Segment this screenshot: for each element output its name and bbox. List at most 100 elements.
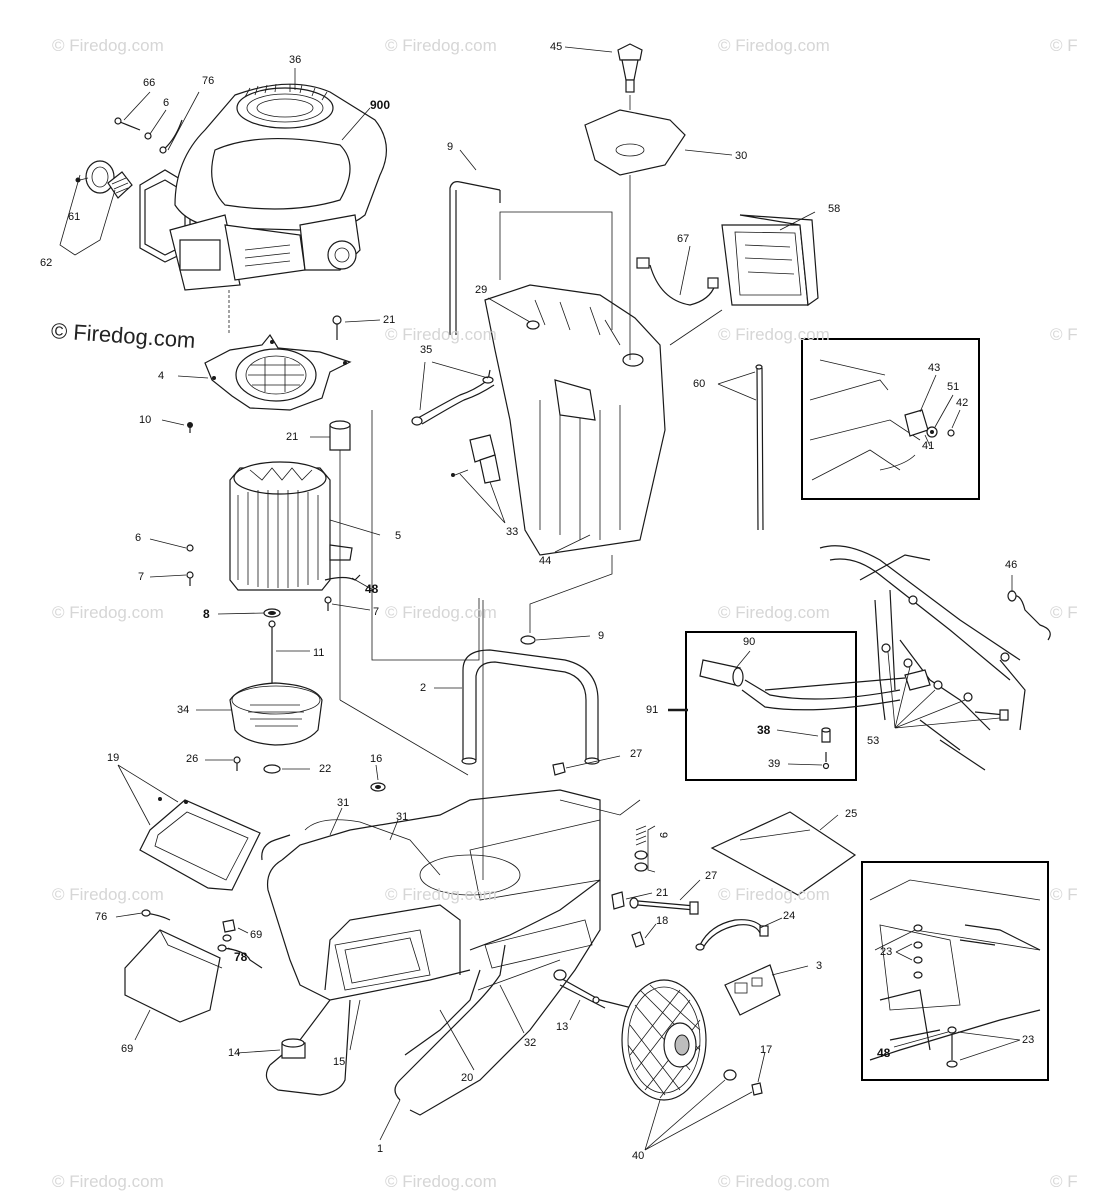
- watermark: © Firedog.com: [52, 1172, 164, 1191]
- callout-90: 90: [743, 636, 756, 648]
- callout-5: 5: [395, 530, 402, 542]
- callout-7: 7: [373, 606, 380, 618]
- callout-17: 17: [760, 1044, 773, 1056]
- callout-36: 36: [289, 54, 302, 66]
- watermark: © Firedog.com: [52, 885, 164, 904]
- callout-53: 53: [867, 735, 880, 747]
- leader-lines: [59, 46, 1021, 1151]
- callout-66: 66: [143, 77, 156, 89]
- fuel-tank: [371, 43, 686, 661]
- detail-box-bracket: [861, 861, 1049, 1081]
- callout-32: 32: [524, 1037, 537, 1049]
- callout-38: 38: [757, 723, 771, 737]
- callout-40: 40: [632, 1150, 645, 1162]
- callout-48: 48: [877, 1046, 891, 1060]
- callout-60: 60: [693, 378, 706, 390]
- callout-69: 69: [250, 929, 263, 941]
- callout-62: 62: [40, 257, 53, 269]
- callout-67: 67: [677, 233, 690, 245]
- callout-11: 11: [313, 647, 325, 659]
- watermark: © Firedog.com: [718, 1172, 830, 1191]
- callout-69: 69: [121, 1043, 134, 1055]
- callout-8: 8: [203, 607, 210, 621]
- frame: [261, 450, 700, 1116]
- callout-51: 51: [947, 381, 960, 393]
- callout-27: 27: [630, 748, 643, 760]
- watermark: © Firedog.com: [718, 885, 830, 904]
- rod-60: [755, 364, 764, 531]
- callout-2: 2: [420, 682, 427, 694]
- callout-7: 7: [138, 571, 145, 583]
- callout-22: 22: [319, 763, 332, 775]
- watermark: © Firedog.com: [385, 603, 497, 622]
- callout-14: 14: [228, 1047, 241, 1059]
- watermark: © F: [1050, 603, 1078, 622]
- callout-21: 21: [383, 314, 396, 326]
- callout-78: 78: [234, 950, 248, 964]
- callout-1: 1: [377, 1143, 384, 1155]
- watermark: © Firedog.com: [385, 325, 497, 344]
- detail-box-switch: [801, 338, 980, 500]
- callout-10: 10: [139, 414, 152, 426]
- callout-9: 9: [657, 831, 670, 839]
- callout-9: 9: [598, 630, 605, 642]
- callout-42: 42: [956, 397, 969, 409]
- right-frame: [764, 545, 1051, 771]
- callout-15: 15: [333, 1056, 346, 1068]
- callout-20: 20: [461, 1072, 474, 1084]
- callout-29: 29: [475, 284, 488, 296]
- callout-23: 23: [880, 946, 893, 958]
- watermark: © Firedog.com: [52, 603, 164, 622]
- callout-900: 900: [370, 98, 391, 112]
- callout-13: 13: [556, 1021, 569, 1033]
- callout-34: 34: [177, 704, 190, 716]
- callout-43: 43: [928, 362, 941, 374]
- watermark: © F: [1050, 36, 1078, 55]
- callout-44: 44: [539, 555, 552, 567]
- callout-61: 61: [68, 211, 81, 223]
- callout-6: 6: [135, 532, 142, 544]
- callout-6: 6: [163, 97, 170, 109]
- callout-23: 23: [1022, 1034, 1035, 1046]
- callout-76: 76: [202, 75, 215, 87]
- watermark: © F: [1050, 1172, 1078, 1191]
- callout-35: 35: [420, 344, 433, 356]
- callout-91: 91: [646, 704, 659, 716]
- watermark: © Firedog.com: [718, 36, 830, 55]
- callout-26: 26: [186, 753, 199, 765]
- callout-41: 41: [922, 440, 935, 452]
- callout-46: 46: [1005, 559, 1018, 571]
- callout-45: 45: [550, 41, 563, 53]
- callout-76: 76: [95, 911, 108, 923]
- callout-58: 58: [828, 203, 841, 215]
- callout-18: 18: [656, 915, 669, 927]
- detail-box-handle: [685, 631, 901, 781]
- callout-31: 31: [396, 811, 409, 823]
- alternator: [186, 290, 361, 774]
- callout-21: 21: [656, 887, 669, 899]
- callout-33: 33: [506, 526, 519, 538]
- callout-4: 4: [158, 370, 165, 382]
- callout-25: 25: [845, 808, 858, 820]
- wheel: [621, 979, 763, 1101]
- watermark: © Firedog.com: [385, 36, 497, 55]
- callout-21: 21: [286, 431, 299, 443]
- left-parts: [124, 797, 306, 1059]
- watermark: © Firedog.com: [718, 603, 830, 622]
- callout-31: 31: [337, 797, 350, 809]
- callout-30: 30: [735, 150, 748, 162]
- callout-27: 27: [705, 870, 718, 882]
- watermark: © F: [1050, 885, 1078, 904]
- callout-16: 16: [370, 753, 383, 765]
- callout-9: 9: [447, 141, 454, 153]
- watermark: © Firedog.com: [52, 36, 164, 55]
- watermark: © Firedog.com: [718, 325, 830, 344]
- misc-right: [695, 811, 857, 1016]
- watermark: © Firedog.com: [385, 1172, 497, 1191]
- callout-48: 48: [365, 582, 379, 596]
- watermark: © F: [1050, 325, 1078, 344]
- callout-39: 39: [768, 758, 781, 770]
- watermark: © Firedog.com: [385, 885, 497, 904]
- control-panel: [636, 214, 819, 346]
